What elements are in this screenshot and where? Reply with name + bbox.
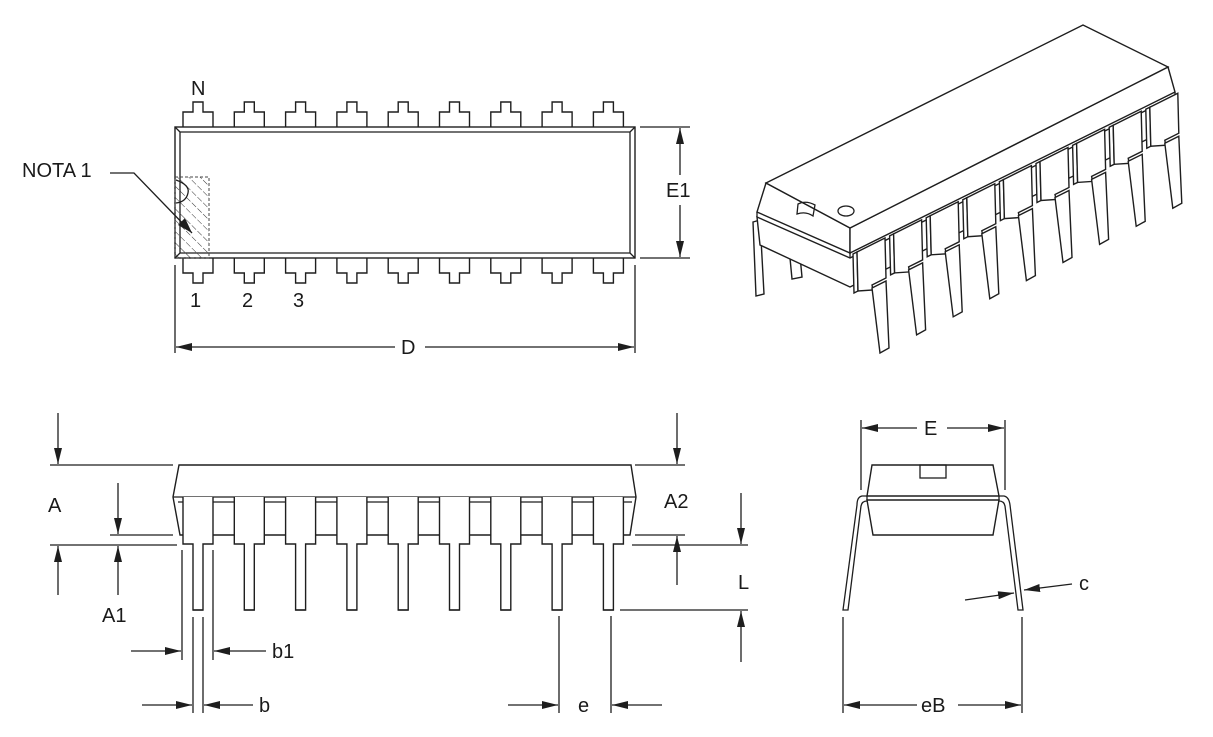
iso-pin-leg [1164,135,1183,210]
front-pin [233,497,265,611]
top-pin [284,101,317,127]
iso-pin-leg [1090,171,1110,246]
pin-3-label: 3 [293,290,304,312]
a2-extension-lines [635,464,685,536]
bottom-pin [233,258,265,284]
top-view-pins [182,101,625,284]
iso-pin-shoulder [966,182,997,238]
dim-e-label: e [578,695,589,717]
dim-a2-label: A2 [664,491,688,513]
iso-pin-leg [981,225,1000,300]
dim-d-label: D [401,337,415,359]
dim-l-label: L [738,572,749,594]
e-width-extension-lines [860,420,1006,490]
front-pin [592,497,625,611]
note-label: NOTA 1 [22,160,92,182]
iso-pin-leg [1127,153,1146,228]
pin-n-label: N [191,78,205,100]
note-leader [110,172,193,234]
c-arrow-right [964,591,1015,601]
bottom-pin [284,258,317,284]
front-view: A A1 A2 L b1 b e [48,413,749,717]
dim-e1-label: E1 [666,180,690,202]
top-pin [438,101,471,127]
iso-pin1-dot [837,205,855,217]
bottom-pin [592,258,625,284]
dim-c-label: c [1079,573,1089,595]
iso-notch [796,201,816,218]
front-pin [284,497,317,611]
side-view: E eB c [842,418,1089,717]
dim-a1-label: A1 [102,605,126,627]
front-pin [182,497,214,611]
iso-top-face [764,24,1170,229]
iso-pin-leg [1017,207,1037,282]
iso-pin-shoulder [1002,164,1034,220]
side-body-lower [866,499,1000,536]
top-pin [336,101,368,127]
front-pin [438,497,471,611]
isometric-view [752,24,1183,355]
note-leader-arrow-icon [178,218,192,233]
side-seam [866,496,1000,500]
bottom-pin [182,258,214,284]
l-extension-lines [620,544,748,611]
b-extension-lines [192,617,204,713]
bottom-pin [336,258,368,284]
iso-pin-shoulder [1112,110,1143,166]
iso-pin-leg [1054,189,1073,264]
side-notch [919,464,947,479]
pin-1-label: 1 [190,290,201,312]
iso-pin-shoulder [1039,146,1070,202]
top-view: NOTA 1 N 1 2 3 E1 D [22,78,690,359]
iso-pin-leg [871,279,890,355]
iso-pin-shoulder [1149,92,1180,147]
e-extension-lines [558,616,612,713]
left-lead [842,495,868,611]
iso-pin-leg [907,261,927,337]
b1-extension-lines [181,550,214,660]
right-lead [998,495,1024,611]
iso-pin-leg [944,243,963,318]
eb-extension-lines [842,617,1023,713]
iso-pin-shoulder [1075,128,1107,184]
side-body-upper [866,464,1000,497]
bottom-pin [438,258,471,284]
top-view-bevel [174,126,636,259]
top-pin [182,101,214,127]
a-extension-lines [50,464,177,546]
d-extension-lines [174,265,636,353]
dim-b1-label: b1 [272,641,294,663]
top-pin [541,101,573,127]
top-pin [387,101,419,127]
top-pin [592,101,625,127]
pin-2-label: 2 [242,290,253,312]
bottom-pin [387,258,419,284]
dim-b-label: b [259,695,270,717]
iso-pin-shoulder [892,218,924,274]
c-arrow-left [1023,583,1073,592]
bottom-pin [541,258,573,284]
front-pin [387,497,419,611]
front-pin [490,497,522,611]
top-pin [233,101,265,127]
dim-e-width-label: E [924,418,937,440]
front-pin [541,497,573,611]
dim-a-label: A [48,495,62,517]
pin1-notch [175,179,189,204]
e1-extension-lines [640,126,690,259]
pin1-marker-hatch [174,176,210,259]
front-view-pins [182,497,625,611]
front-pin [336,497,368,611]
iso-pin-shoulder [929,200,960,256]
iso-pin-shoulder [856,236,887,292]
bottom-pin [490,258,522,284]
dim-eb-label: eB [921,695,945,717]
top-view-body [174,126,636,259]
iso-pins [852,92,1183,355]
top-pin [490,101,522,127]
